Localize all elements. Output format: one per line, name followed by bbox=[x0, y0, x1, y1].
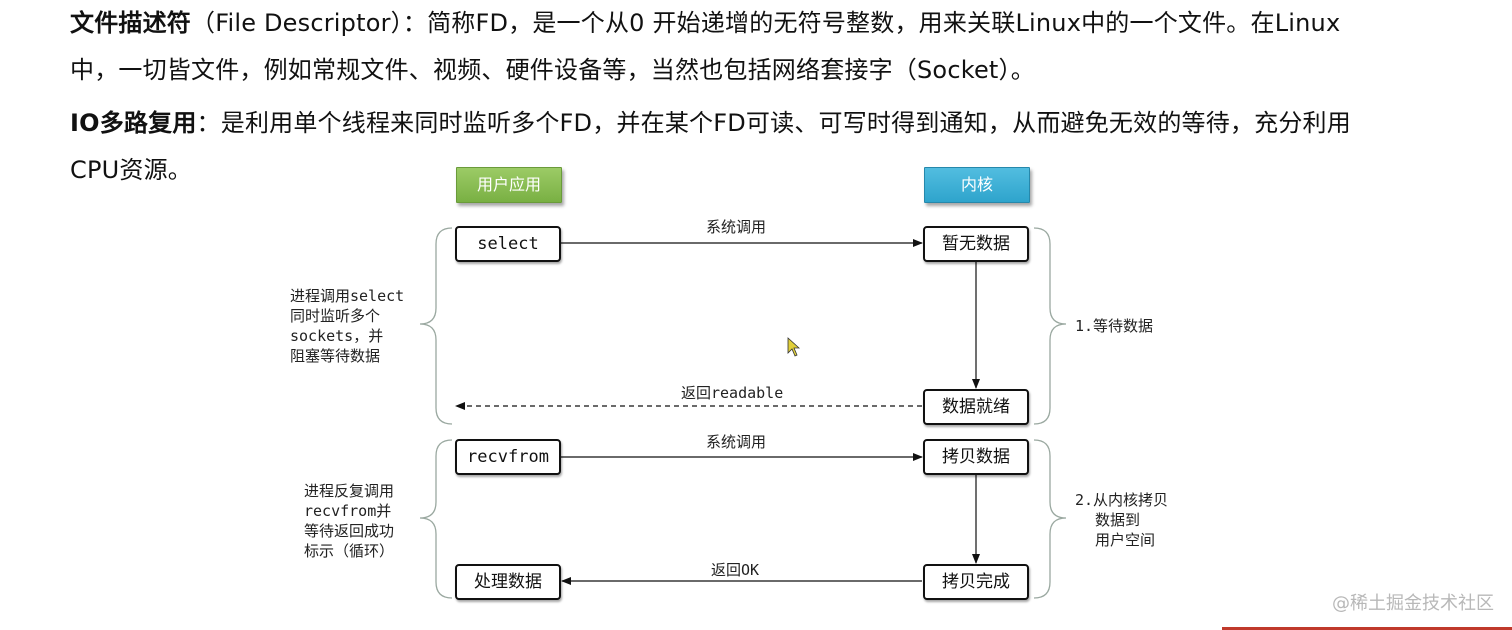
io-multiplexing-paragraph: IO多路复用：是利用单个线程来同时监听多个FD，并在某个FD可读、可写时得到通知… bbox=[70, 100, 1470, 194]
ln1-line: 阻塞等待数据 bbox=[290, 347, 381, 365]
right-brace-2 bbox=[1033, 439, 1067, 599]
rn2-line: 数据到 bbox=[1095, 511, 1141, 529]
node-recvfrom: recvfrom bbox=[455, 439, 561, 475]
bottom-red-strip bbox=[1222, 627, 1512, 630]
ln1-line: sockets，并 bbox=[290, 327, 384, 345]
edge-label-syscall-1: 系统调用 bbox=[706, 218, 767, 236]
rn1-line: 1.等待数据 bbox=[1075, 317, 1154, 335]
node-process-data: 处理数据 bbox=[455, 564, 561, 600]
fd-line-1: 文件描述符（File Descriptor）：简称FD，是一个从0 开始递增的无… bbox=[70, 0, 1470, 47]
io-term: IO多路复用 bbox=[70, 109, 197, 137]
node-copy-done: 拷贝完成 bbox=[923, 564, 1029, 600]
fd-term: 文件描述符 bbox=[70, 9, 191, 37]
fd-definition-paragraph: 文件描述符（File Descriptor）：简称FD，是一个从0 开始递增的无… bbox=[70, 0, 1470, 94]
io-line-1: IO多路复用：是利用单个线程来同时监听多个FD，并在某个FD可读、可写时得到通知… bbox=[70, 100, 1470, 147]
rn2-line: 2.从内核拷贝 bbox=[1075, 491, 1169, 509]
right-brace-1 bbox=[1033, 227, 1067, 425]
io-line-2: CPU资源。 bbox=[70, 156, 192, 184]
ln2-line: 等待返回成功 bbox=[304, 522, 395, 540]
right-note-wait: 1.等待数据 bbox=[1075, 316, 1153, 336]
edge-label-return-ok: 返回OK bbox=[711, 561, 760, 579]
mouse-cursor-icon bbox=[787, 337, 801, 357]
left-brace-2 bbox=[419, 439, 453, 599]
fd-line-2: 中，一切皆文件，例如常规文件、视频、硬件设备等，当然也包括网络套接字（Socke… bbox=[70, 56, 1035, 84]
left-brace-1 bbox=[419, 227, 453, 425]
kernel-header: 内核 bbox=[924, 167, 1030, 203]
ln1-line: 进程调用select bbox=[290, 287, 405, 305]
fd-line-1-text: （File Descriptor）：简称FD，是一个从0 开始递增的无符号整数，… bbox=[191, 9, 1341, 37]
node-select: select bbox=[455, 226, 561, 262]
io-line-1-text: ：是利用单个线程来同时监听多个FD，并在某个FD可读、可写时得到通知，从而避免无… bbox=[196, 109, 1351, 137]
ln2-line: recvfrom并 bbox=[304, 502, 392, 520]
node-data-ready: 数据就绪 bbox=[923, 389, 1029, 425]
user-app-header: 用户应用 bbox=[456, 167, 562, 203]
ln2-line: 标示（循环） bbox=[304, 542, 395, 560]
edge-label-syscall-2: 系统调用 bbox=[706, 433, 767, 451]
right-note-copy: 2.从内核拷贝数据到用户空间 bbox=[1075, 490, 1168, 550]
left-note-recvfrom: 进程反复调用 recvfrom并等待返回成功标示（循环） bbox=[304, 481, 394, 561]
node-no-data: 暂无数据 bbox=[923, 226, 1029, 262]
left-note-select: 进程调用select 同时监听多个 sockets，并阻塞等待数据 bbox=[290, 286, 404, 366]
node-copy-data: 拷贝数据 bbox=[923, 439, 1029, 475]
ln2-line: 进程反复调用 bbox=[304, 482, 395, 500]
rn2-line: 用户空间 bbox=[1095, 531, 1156, 549]
ln1-line: 同时监听多个 bbox=[290, 307, 381, 325]
edge-label-return-readable: 返回readable bbox=[681, 384, 784, 402]
watermark: @稀土掘金技术社区 bbox=[1332, 593, 1494, 614]
